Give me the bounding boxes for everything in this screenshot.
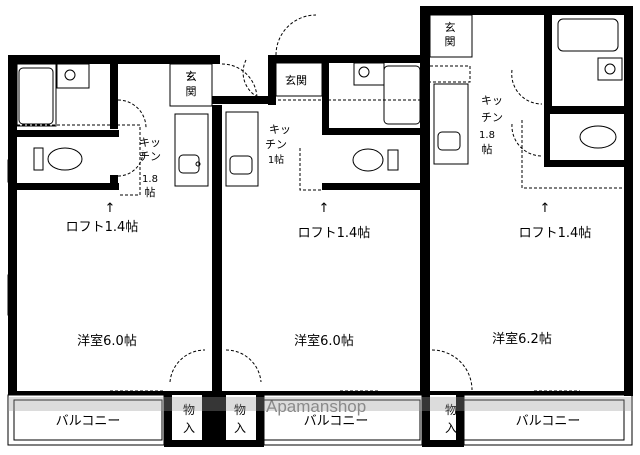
storage-label: 物 [234,403,246,417]
thin-lines [7,14,633,446]
kitchen-size: 1.8 [142,174,158,185]
entrance-label-top: 玄 [445,20,456,34]
balcony-label: バルコニー [304,414,369,429]
loft-label: ロフト1.4帖 [298,226,371,241]
storage-label: 物 [445,403,457,417]
unit-middle: 玄関 キッ チン 1帖 ↑ ロフト1.4帖 洋室6.0帖 バルコニー 物 入 [234,73,370,435]
loft-label: ロフト1.4帖 [519,226,592,241]
kitchen-unit: 帖 [145,186,156,199]
storage-label: 入 [183,421,195,435]
kitchen-label: キッ [269,123,291,136]
loft-arrow: ↑ [319,201,330,216]
room-label: 洋室6.0帖 [294,333,354,349]
walls [8,6,633,447]
kitchen-label: キッ [481,94,503,107]
balcony-label: バルコニー [516,414,581,429]
storage-label: 入 [445,421,457,435]
room-label: 洋室6.2帖 [492,331,552,347]
unit-right: 玄 関 キッ チン 1.8 帖 ↑ ロフト1.4帖 洋室6.2帖 バルコニー 物… [445,20,592,435]
kitchen-size: 1帖 [268,153,284,166]
kitchen-label: チン [139,150,161,163]
entrance-label: 玄 [186,69,197,83]
entrance-label: 玄関 [285,73,307,87]
balcony-label: バルコニー [56,414,121,429]
kitchen-label: チン [265,138,287,151]
loft-label: ロフト1.4帖 [66,220,139,235]
door-swings [17,14,624,392]
watermark-band [8,397,633,411]
unit-left: 玄 玄 関 キッ チン 1.8 帖 ↑ ロフト1.4帖 洋室6.0帖 バルコニー… [56,69,197,435]
entrance-label-bottom: 関 [445,35,456,48]
storage-label: 物 [183,403,195,417]
kitchen-label: キッ [139,136,161,149]
loft-arrow: ↑ [540,201,551,216]
watermark: Apamanshop [266,397,366,416]
room-label: 洋室6.0帖 [77,333,137,349]
kitchen-label: チン [481,111,503,124]
storage-label: 入 [234,421,246,435]
kitchen-size: 1.8 [479,130,495,141]
entrance-label-top: 玄 [186,69,197,83]
loft-arrow: ↑ [105,201,116,216]
kitchen-unit: 帖 [482,143,493,156]
entrance-label-bottom: 関 [186,85,197,98]
